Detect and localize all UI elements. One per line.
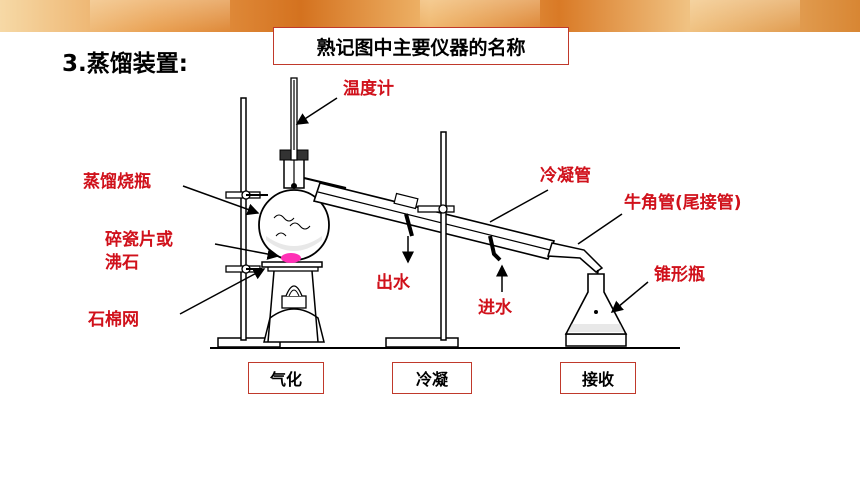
distilling-flask <box>258 149 330 263</box>
stage-condense: 冷凝 <box>392 362 472 394</box>
label-conical-flask: 锥形瓶 <box>654 265 705 285</box>
middle-stand <box>385 131 459 348</box>
label-chips-line2: 沸石 <box>105 253 139 273</box>
label-gauze: 石棉网 <box>88 310 139 330</box>
hint-box: 熟记图中主要仪器的名称 <box>273 27 569 65</box>
label-thermometer: 温度计 <box>343 79 394 99</box>
alcohol-lamp <box>263 265 325 343</box>
arrow-thermometer <box>295 97 338 125</box>
condenser-tube <box>303 177 556 262</box>
pointer-condenser <box>489 189 549 223</box>
label-adapter: 牛角管(尾接管) <box>624 193 742 213</box>
boiling-chips <box>281 253 301 263</box>
label-water-out: 出水 <box>376 273 410 293</box>
header-banner <box>0 0 860 32</box>
arrow-chips <box>214 243 280 260</box>
pointer-adapter <box>577 213 623 245</box>
slide-title: 3.蒸馏装置: <box>62 51 188 77</box>
label-water-in: 进水 <box>478 298 512 318</box>
label-chips-line1: 碎瓷片或 <box>105 230 173 250</box>
arrow-flask <box>182 185 260 216</box>
label-condenser: 冷凝管 <box>540 166 591 186</box>
stage-collect: 接收 <box>560 362 636 394</box>
arrow-gauze <box>179 268 266 315</box>
arrow-conical <box>610 281 649 313</box>
conical-flask <box>564 273 628 347</box>
label-flask: 蒸馏烧瓶 <box>83 172 151 192</box>
stage-vaporize: 气化 <box>248 362 324 394</box>
